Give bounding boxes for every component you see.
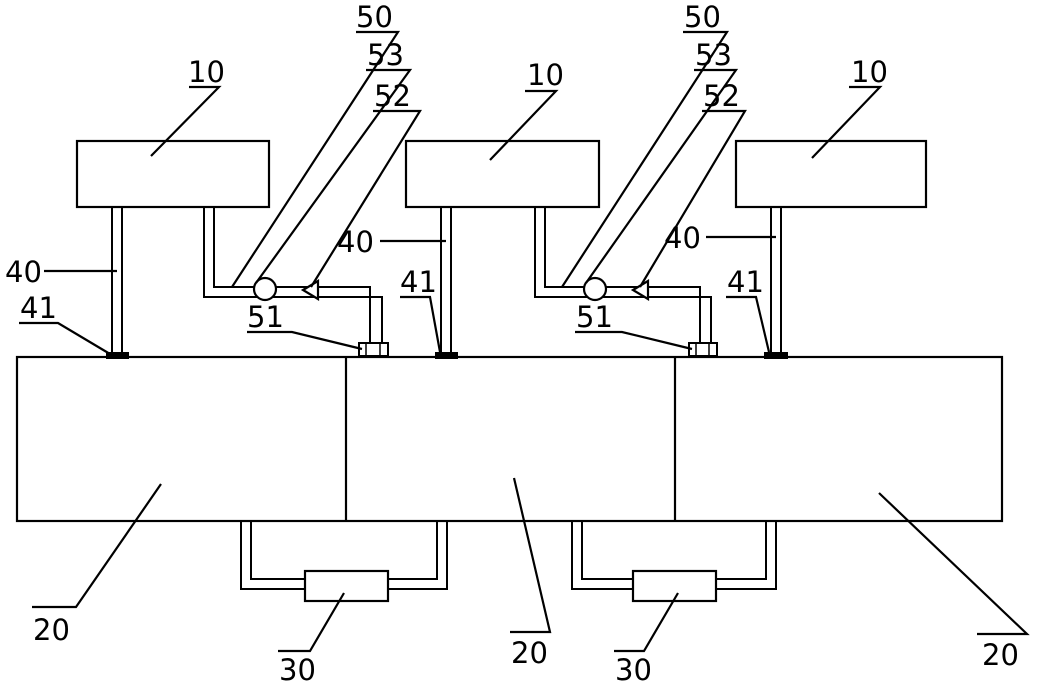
- label-40-left: 40: [5, 255, 42, 289]
- label-20-left: 20: [33, 613, 70, 647]
- rod-left: [111, 207, 123, 352]
- unit-loop-right: [571, 521, 777, 603]
- label-50-left: 50: [356, 0, 393, 34]
- rod-foot-left: [106, 352, 129, 359]
- label-53-left: 53: [367, 38, 404, 72]
- module-box-right: [734, 139, 928, 209]
- meter-53-right: [582, 276, 608, 302]
- pipe-assembly-2: [534, 207, 718, 357]
- label-40-middle: 40: [337, 225, 374, 259]
- module-box-middle: [404, 139, 601, 209]
- connector-51-right: [688, 342, 718, 357]
- unit-30-right: [631, 569, 718, 603]
- module-box-left: [75, 139, 271, 209]
- label-20-middle: 20: [511, 636, 548, 670]
- connector-51-left: [358, 342, 389, 357]
- valve-52-left: [300, 279, 320, 301]
- unit-loop-left: [240, 521, 448, 603]
- label-51-right: 51: [576, 300, 613, 334]
- label-51-left: 51: [247, 300, 284, 334]
- label-53-right: 53: [695, 38, 732, 72]
- label-41-left: 41: [20, 291, 57, 325]
- meter-53-left: [252, 276, 278, 302]
- label-40-right: 40: [664, 221, 701, 255]
- leader-lines: [19, 30, 1030, 653]
- label-30-left: 30: [279, 653, 316, 687]
- unit-30-left: [303, 569, 390, 603]
- label-41-middle: 41: [400, 265, 437, 299]
- label-50-right: 50: [684, 0, 721, 34]
- reference-numerals: 10 10 10 50 50 53 53 52 52 51 51 40 40 4…: [5, 0, 1019, 687]
- rod-foot-middle: [435, 352, 458, 359]
- label-41-right: 41: [727, 265, 764, 299]
- base-bar: [15, 355, 1004, 523]
- label-52-right: 52: [703, 79, 740, 113]
- rod-right: [770, 207, 782, 352]
- label-20-right: 20: [982, 638, 1019, 672]
- rod-middle: [440, 207, 452, 352]
- label-10-middle: 10: [527, 58, 564, 92]
- pipe-assembly-1: [203, 207, 389, 357]
- label-10-right: 10: [851, 55, 888, 89]
- rod-foot-right: [764, 352, 788, 359]
- label-30-right: 30: [615, 653, 652, 687]
- label-52-left: 52: [374, 79, 411, 113]
- label-10-left: 10: [188, 55, 225, 89]
